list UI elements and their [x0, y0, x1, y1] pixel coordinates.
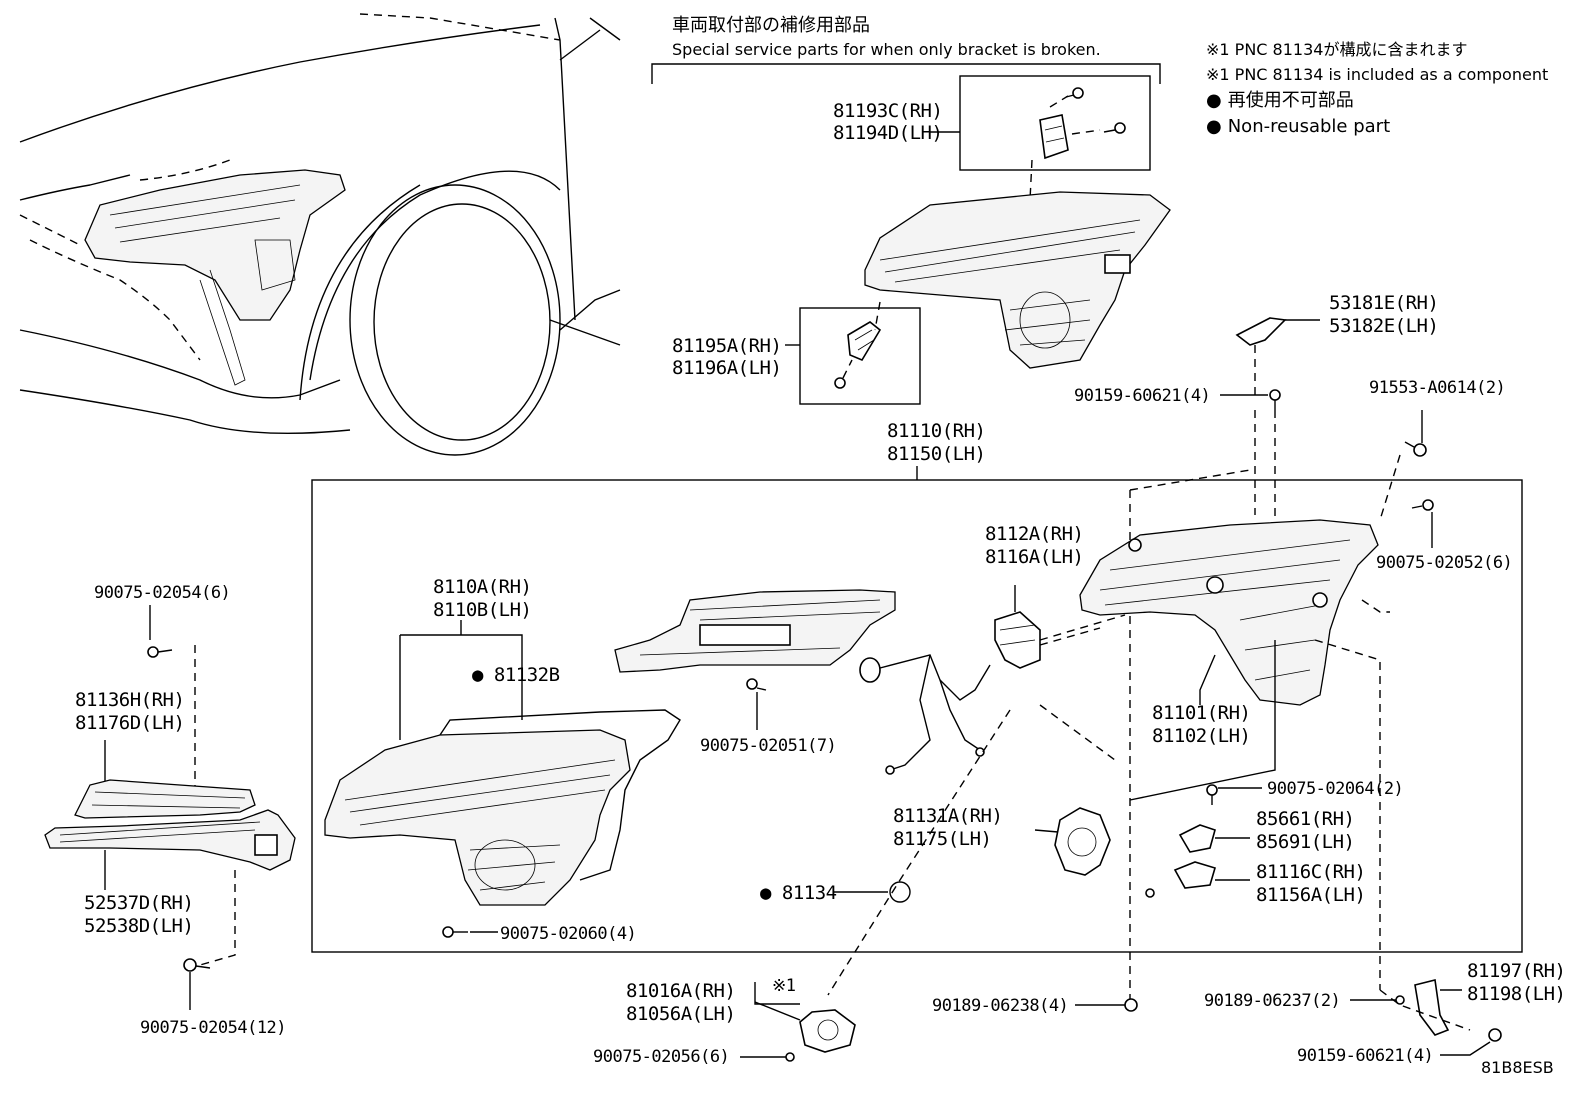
- label-53182e: 53182E(LH): [1329, 315, 1439, 337]
- label-90075-02060: 90075-02060(4): [500, 924, 637, 944]
- service-parts-bracket: [651, 63, 1161, 84]
- bolt-90075-02064: [1206, 784, 1262, 805]
- nonreusable-dot-icon: ●: [760, 882, 771, 904]
- label-90075-02052: 90075-02052(6): [1376, 553, 1513, 573]
- actuator-8112a: [994, 585, 1101, 669]
- label-90159-60621-a: 90159-60621(4): [1074, 386, 1211, 406]
- cover-81131a: [1034, 807, 1111, 876]
- label-81116c: 81116C(RH): [1256, 861, 1366, 883]
- label-81101: 81101(RH): [1152, 702, 1251, 724]
- module-81016a: [740, 982, 856, 1062]
- box-81193c: [959, 75, 1151, 171]
- label-81197: 81197(RH): [1467, 960, 1566, 982]
- vehicle-illustration: [19, 13, 621, 456]
- label-81016a: 81016A(RH): [626, 980, 736, 1002]
- label-8116a: 8116A(LH): [985, 546, 1084, 568]
- label-81131a: 81131A(RH): [893, 805, 1003, 827]
- label-81196a: 81196A(LH): [672, 357, 782, 379]
- bracket-81116c: [1145, 861, 1250, 898]
- bracket-frame-illustration: [614, 589, 896, 673]
- bolt-90159-a: [1220, 389, 1281, 410]
- label-90075-02051: 90075-02051(7): [700, 736, 837, 756]
- label-90189-06237: 90189-06237(2): [1204, 991, 1341, 1011]
- ring-81134: [827, 709, 1011, 996]
- bolt-90075-02051: [746, 678, 767, 730]
- nut-90189-06238: [1075, 998, 1138, 1012]
- label-90075-02064: 90075-02064(2): [1267, 779, 1404, 799]
- bolt-90075-02052: [1411, 499, 1434, 548]
- header-jp-title: 車両取付部の補修用部品: [672, 15, 870, 36]
- label-81150: 81150(LH): [887, 443, 986, 465]
- legend-nonreusable-jp: 再使用不可部品: [1206, 91, 1354, 111]
- housing-81101-illustration: [1079, 519, 1379, 706]
- label-81132b: ● 81132B: [472, 664, 560, 686]
- label-90159-60621-b: 90159-60621(4): [1297, 1046, 1434, 1066]
- label-81194d: 81194D(LH): [833, 122, 943, 144]
- label-52538d: 52538D(LH): [84, 915, 194, 937]
- upper-bracket-part: [1039, 87, 1126, 160]
- headlamp-unit-8110a: [324, 709, 681, 906]
- diagram-code: 81B8ESB: [1481, 1058, 1554, 1077]
- label-52537d: 52537D(RH): [84, 892, 194, 914]
- bracket-81197: [1350, 979, 1502, 1056]
- label-81132b-text: 81132B: [493, 664, 560, 686]
- lower-bracket-part: [834, 301, 882, 389]
- header-en-title: Special service parts for when only brac…: [672, 40, 1101, 59]
- wiring-harness: [859, 654, 991, 775]
- label-ref1: ※1: [772, 976, 796, 996]
- label-81102: 81102(LH): [1152, 725, 1251, 747]
- bracket-52537d: [44, 809, 296, 871]
- label-90075-02056: 90075-02056(6): [593, 1047, 730, 1067]
- label-81136h: 81136H(RH): [75, 689, 185, 711]
- label-91553-a0614: 91553-A0614(2): [1369, 378, 1506, 398]
- bracket-81136h: [74, 779, 256, 819]
- box-81195a: [799, 307, 921, 405]
- legend-note1-jp: ※1 PNC 81134が構成に含まれます: [1206, 40, 1468, 59]
- label-81134-text: 81134: [781, 882, 837, 904]
- label-81193c: 81193C(RH): [833, 100, 943, 122]
- label-8110a: 8110A(RH): [433, 576, 532, 598]
- label-81110: 81110(RH): [887, 420, 986, 442]
- legend-note1-en: ※1 PNC 81134 is included as a component: [1206, 65, 1549, 84]
- bolt-90075-02054-b: [183, 870, 236, 1010]
- label-81195a: 81195A(RH): [672, 335, 782, 357]
- label-81134: ● 81134: [760, 882, 837, 904]
- legend-nonreusable-en: Non-reusable part: [1206, 117, 1390, 137]
- bolt-90075-02054-a: [147, 605, 196, 800]
- label-81175: 81175(LH): [893, 828, 992, 850]
- label-81156a: 81156A(LH): [1256, 884, 1366, 906]
- label-90075-02054-a: 90075-02054(6): [94, 583, 231, 603]
- bolt-90075-02060: [442, 926, 498, 938]
- nonreusable-dot-icon: ●: [472, 664, 483, 686]
- label-8110b: 8110B(LH): [433, 599, 532, 621]
- label-53181e: 53181E(RH): [1329, 292, 1439, 314]
- sensor-85661: [1178, 824, 1250, 853]
- label-8112a: 8112A(RH): [985, 523, 1084, 545]
- bolt-91553: [1404, 410, 1427, 457]
- label-81056a: 81056A(LH): [626, 1003, 736, 1025]
- label-81198: 81198(LH): [1467, 983, 1566, 1005]
- label-85661: 85661(RH): [1256, 808, 1355, 830]
- headlamp-upper-illustration: [864, 191, 1171, 369]
- part-53181e: [1235, 317, 1287, 346]
- label-81176d: 81176D(LH): [75, 712, 185, 734]
- label-90075-02054-b: 90075-02054(12): [140, 1018, 287, 1038]
- label-85691: 85691(LH): [1256, 831, 1355, 853]
- label-90189-06238: 90189-06238(4): [932, 996, 1069, 1016]
